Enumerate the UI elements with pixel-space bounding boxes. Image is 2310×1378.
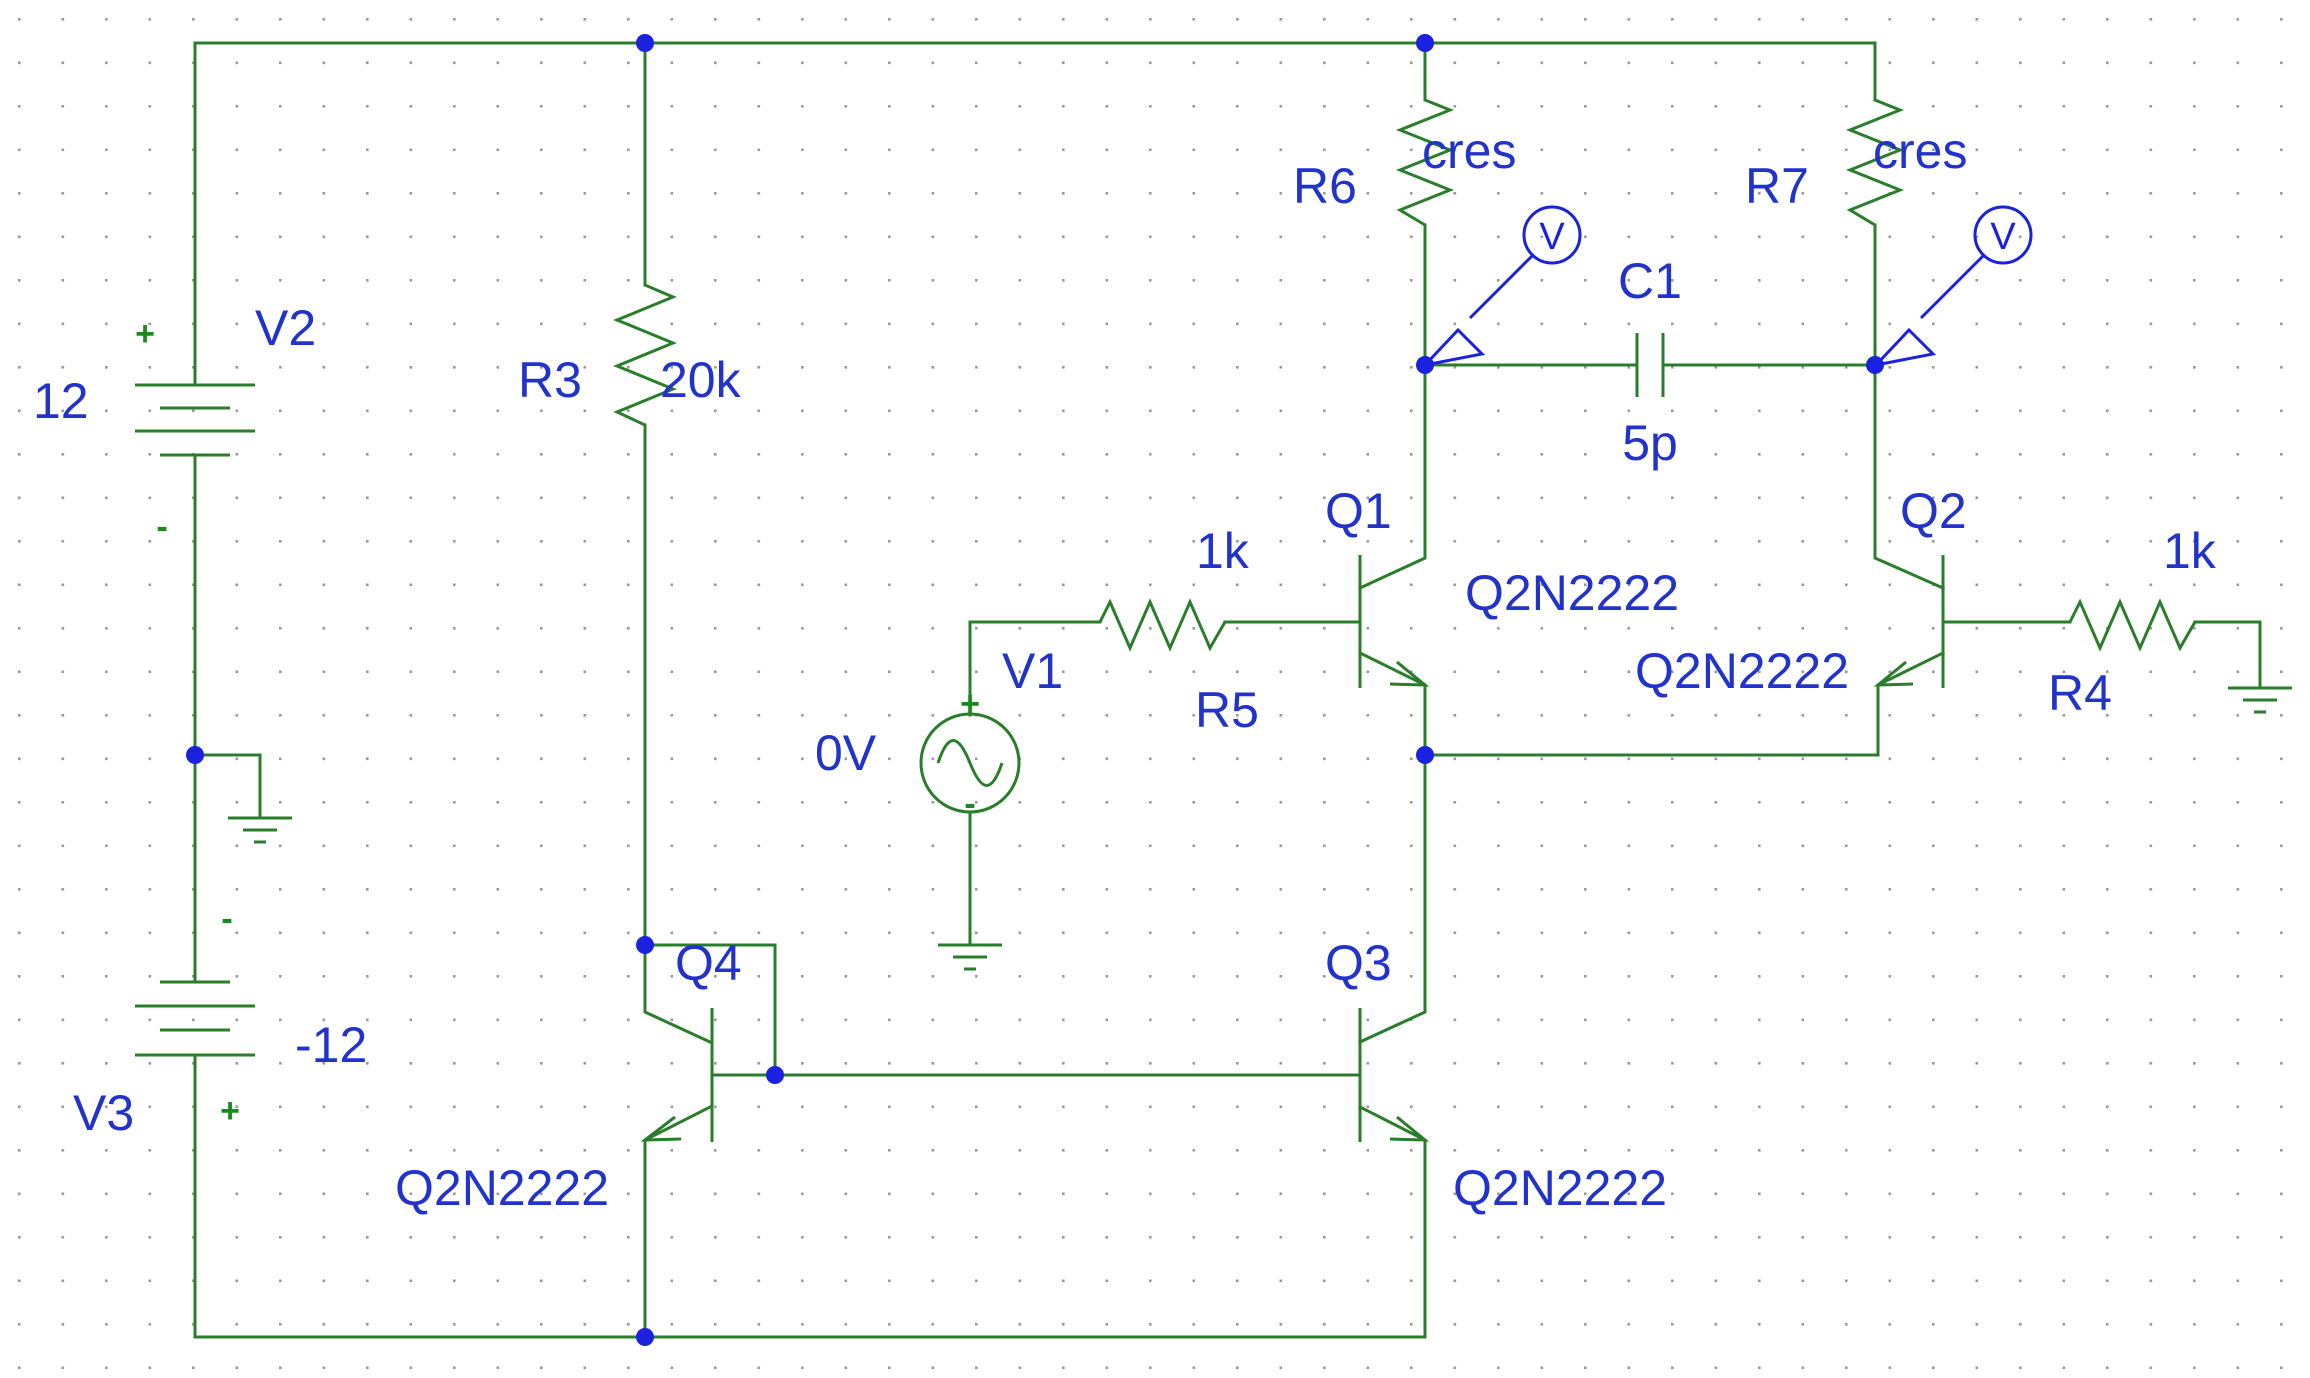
r3-name: R3 <box>518 352 582 408</box>
resistor-r5 <box>1098 598 1227 652</box>
q2-model: Q2N2222 <box>1635 643 1849 699</box>
v2-value: 12 <box>33 373 89 429</box>
junction-dot <box>766 1066 784 1084</box>
junction-dot <box>1416 746 1434 764</box>
voltage-probe-left[interactable]: V <box>1420 205 1582 368</box>
q3-model: Q2N2222 <box>1453 1160 1667 1216</box>
transistor-q3 <box>1358 1008 1430 1142</box>
resistor-r4 <box>2068 598 2197 652</box>
r3-zigzag <box>613 283 677 427</box>
probe-right-stem <box>1919 254 1985 320</box>
r6-name: R6 <box>1293 158 1357 214</box>
q4-name: Q4 <box>675 935 742 991</box>
v2-name: V2 <box>255 300 316 356</box>
probe-left-stem <box>1468 254 1534 320</box>
wire-q4-collector <box>643 943 712 1044</box>
transistor-q1 <box>1358 555 1430 688</box>
q2-name: Q2 <box>1900 483 1967 539</box>
transistor-q2 <box>1873 555 1945 688</box>
v2-plus-mark: + <box>135 315 155 353</box>
q3-name: Q3 <box>1325 935 1392 991</box>
probe-left-tip <box>1420 327 1486 368</box>
ground-r4 <box>2228 686 2292 714</box>
r7-value: cres <box>1873 123 1967 179</box>
v3-name: V3 <box>73 1085 134 1141</box>
q1-name: Q1 <box>1325 483 1392 539</box>
junction-dot <box>1416 356 1434 374</box>
probe-right-label: V <box>1990 216 2016 258</box>
q3-emitter-arrow <box>1389 1115 1430 1142</box>
capacitor-c1 <box>1635 333 1665 397</box>
battery-v2 <box>135 383 255 457</box>
junction-dots <box>186 34 1884 1346</box>
v3-plus-mark: + <box>220 1092 240 1130</box>
probe-right-circle <box>1973 205 2033 265</box>
polarity-marks: + - - + + - <box>135 315 980 1130</box>
wire-q3-collector <box>1358 753 1427 1044</box>
resistor-r3 <box>613 283 677 427</box>
c1-name: C1 <box>1618 253 1682 309</box>
wire-q1-collector <box>1358 363 1427 590</box>
ac-source-v1 <box>919 712 1021 814</box>
q1-model: Q2N2222 <box>1465 565 1679 621</box>
junction-dot <box>636 1328 654 1346</box>
junction-dot <box>186 746 204 764</box>
q4-emitter-arrow <box>640 1115 682 1142</box>
v1-name: V1 <box>1002 643 1063 699</box>
r6-zigzag <box>1395 98 1455 227</box>
wire-r4-to-ground <box>2193 620 2262 690</box>
r7-name: R7 <box>1745 158 1809 214</box>
junction-dot <box>1866 356 1884 374</box>
transistor-q4 <box>640 1008 714 1142</box>
probe-left-label: V <box>1539 216 1565 258</box>
r7-zigzag <box>1845 98 1905 227</box>
r6-value: cres <box>1422 123 1516 179</box>
ground-left <box>228 816 292 844</box>
r5-value: 1k <box>1196 523 1250 579</box>
r5-name: R5 <box>1195 682 1259 738</box>
wire-tail-node <box>1423 650 1946 757</box>
v1-plus-mark: + <box>960 685 980 723</box>
r4-name: R4 <box>2048 665 2112 721</box>
v1-circle <box>919 712 1021 814</box>
probe-left-circle <box>1522 205 1582 265</box>
q4-model: Q2N2222 <box>395 1160 609 1216</box>
q2-emitter-arrow <box>1873 660 1914 687</box>
ground-v1 <box>938 943 1002 971</box>
r4-value: 1k <box>2163 523 2217 579</box>
v1-minus-mark: - <box>964 785 975 823</box>
wire-to-ground-left <box>193 753 262 820</box>
wire-q4-diode <box>643 943 777 1077</box>
v2-minus-mark: - <box>156 508 167 546</box>
v3-minus-mark: - <box>221 900 232 938</box>
probe-right-tip <box>1871 327 1937 368</box>
v1-value: 0V <box>815 725 877 781</box>
wire-v1-top <box>968 620 1102 717</box>
junction-dot <box>636 34 654 52</box>
wire-q2-collector <box>1873 363 1945 590</box>
q1-emitter-arrow <box>1389 660 1430 687</box>
resistor-r7 <box>1845 98 1905 227</box>
c1-value: 5p <box>1622 415 1678 471</box>
r5-zigzag <box>1098 598 1227 652</box>
battery-v3 <box>135 980 255 1057</box>
r3-value: 20k <box>660 352 742 408</box>
resistor-r6 <box>1395 98 1455 227</box>
r4-zigzag <box>2068 598 2197 652</box>
voltage-probe-right[interactable]: V <box>1871 205 2033 368</box>
junction-dot <box>636 936 654 954</box>
junction-dot <box>1416 34 1434 52</box>
v3-value: -12 <box>295 1017 367 1073</box>
v1-sine <box>936 739 1004 787</box>
component-labels: V2 12 V3 -12 R3 20k R6 cres R7 cres C1 5… <box>33 123 2217 1216</box>
wires <box>193 41 2262 1339</box>
